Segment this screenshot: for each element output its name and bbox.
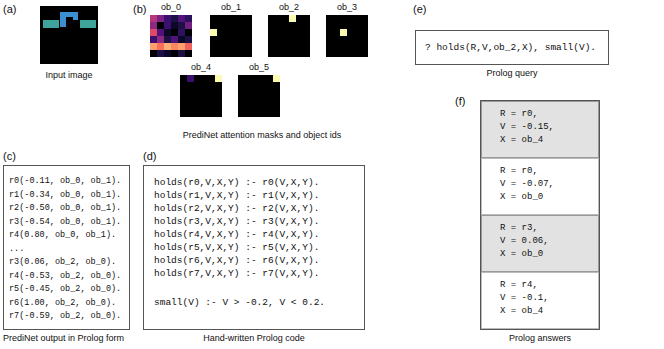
code-line: holds(r4,V,X,Y) :- r4(V,X,Y). bbox=[154, 228, 319, 241]
object-id: ob_1 bbox=[221, 2, 241, 13]
code-line: holds(r3,V,X,Y) :- r3(V,X,Y). bbox=[154, 215, 319, 228]
panel-letter: (e) bbox=[413, 3, 426, 16]
answer-box: R = r0,V = -0.07,X = ob_0 bbox=[481, 158, 599, 215]
code-line: r6(1.00, ob_2, ob_0). bbox=[9, 297, 116, 311]
panel-caption: PrediNet output in Prolog form bbox=[3, 333, 124, 344]
code-line: V = -0.15, bbox=[500, 121, 554, 134]
panel-caption: Prolog answers bbox=[509, 333, 571, 344]
code-line: r0(-0.11, ob_0, ob_1). bbox=[9, 175, 121, 189]
answer-box: R = r4,V = -0.1,X = ob_4 bbox=[481, 272, 599, 329]
code-line: holds(r7,V,X,Y) :- r7(V,X,Y). bbox=[154, 267, 319, 280]
code-line: r5(-0.45, ob_2, ob_0). bbox=[9, 283, 121, 297]
code-line: ? holds(R,V,ob_2,X), small(V). bbox=[425, 41, 596, 54]
code-line: R = r0, bbox=[500, 108, 538, 121]
code-line: V = -0.07, bbox=[500, 178, 554, 191]
code-line: holds(r0,V,X,Y) :- r0(V,X,Y). bbox=[154, 176, 319, 189]
code-line: V = -0.1, bbox=[500, 292, 549, 305]
code-line: r3(-0.54, ob_0, ob_1). bbox=[9, 216, 121, 230]
code-line: ... bbox=[9, 243, 24, 257]
query-box: ? holds(R,V,ob_2,X), small(V).Prolog que… bbox=[415, 30, 609, 65]
panel-letter: (d) bbox=[143, 150, 156, 163]
code-line: X = ob_4 bbox=[500, 305, 543, 318]
object-id: ob_2 bbox=[279, 2, 299, 13]
answer-box: R = r3,V = 0.06,X = ob_0 bbox=[481, 215, 599, 272]
code-line: R = r4, bbox=[500, 279, 538, 292]
code-box: holds(r0,V,X,Y) :- r0(V,X,Y).holds(r1,V,… bbox=[143, 165, 365, 330]
panel-caption: Input image bbox=[45, 70, 92, 81]
code-line: r7(-0.59, ob_2, ob_0). bbox=[9, 310, 121, 324]
panel-letter: (a) bbox=[3, 3, 16, 16]
code-line: small(V) :- V > -0.2, V < 0.2. bbox=[154, 296, 325, 309]
code-line: holds(r6,V,X,Y) :- r6(V,X,Y). bbox=[154, 254, 319, 267]
code-line: r3(0.06, ob_2, ob_0). bbox=[9, 256, 116, 270]
panel-letter: (c) bbox=[3, 150, 16, 163]
panel-letter: (f) bbox=[455, 95, 465, 108]
panel-caption: Prolog query bbox=[486, 68, 537, 79]
code-line: R = r3, bbox=[500, 222, 538, 235]
code-line: V = 0.06, bbox=[500, 235, 549, 248]
answer-box: R = r0,V = -0.15,X = ob_4 bbox=[481, 101, 599, 158]
code-line: X = ob_0 bbox=[500, 248, 543, 261]
code-line: holds(r5,V,X,Y) :- r5(V,X,Y). bbox=[154, 241, 319, 254]
code-line: holds(r1,V,X,Y) :- r1(V,X,Y). bbox=[154, 189, 319, 202]
panel-caption: PrediNet attention masks and object ids bbox=[183, 130, 342, 141]
code-line: X = ob_4 bbox=[500, 134, 543, 147]
answer-panel: Prolog answersR = r0,V = -0.15,X = ob_4R… bbox=[480, 100, 600, 330]
code-box: r0(-0.11, ob_0, ob_1).r1(-0.34, ob_0, ob… bbox=[3, 165, 130, 330]
object-id: ob_4 bbox=[191, 62, 211, 73]
object-id: ob_5 bbox=[249, 62, 269, 73]
panel-letter: (b) bbox=[133, 3, 146, 16]
object-id: ob_0 bbox=[161, 2, 181, 13]
panel-caption: Hand-written Prolog code bbox=[203, 333, 305, 344]
code-line: X = ob_0 bbox=[500, 191, 543, 204]
code-line: r4(0.80, ob_0, ob_1). bbox=[9, 229, 116, 243]
code-line: r4(-0.53, ob_2, ob_0). bbox=[9, 270, 121, 284]
code-line: R = r0, bbox=[500, 165, 538, 178]
code-line: r2(-0.50, ob_0, ob_1). bbox=[9, 202, 121, 216]
code-line: holds(r2,V,X,Y) :- r2(V,X,Y). bbox=[154, 202, 319, 215]
object-id: ob_3 bbox=[337, 2, 357, 13]
code-line: r1(-0.34, ob_0, ob_1). bbox=[9, 189, 121, 203]
